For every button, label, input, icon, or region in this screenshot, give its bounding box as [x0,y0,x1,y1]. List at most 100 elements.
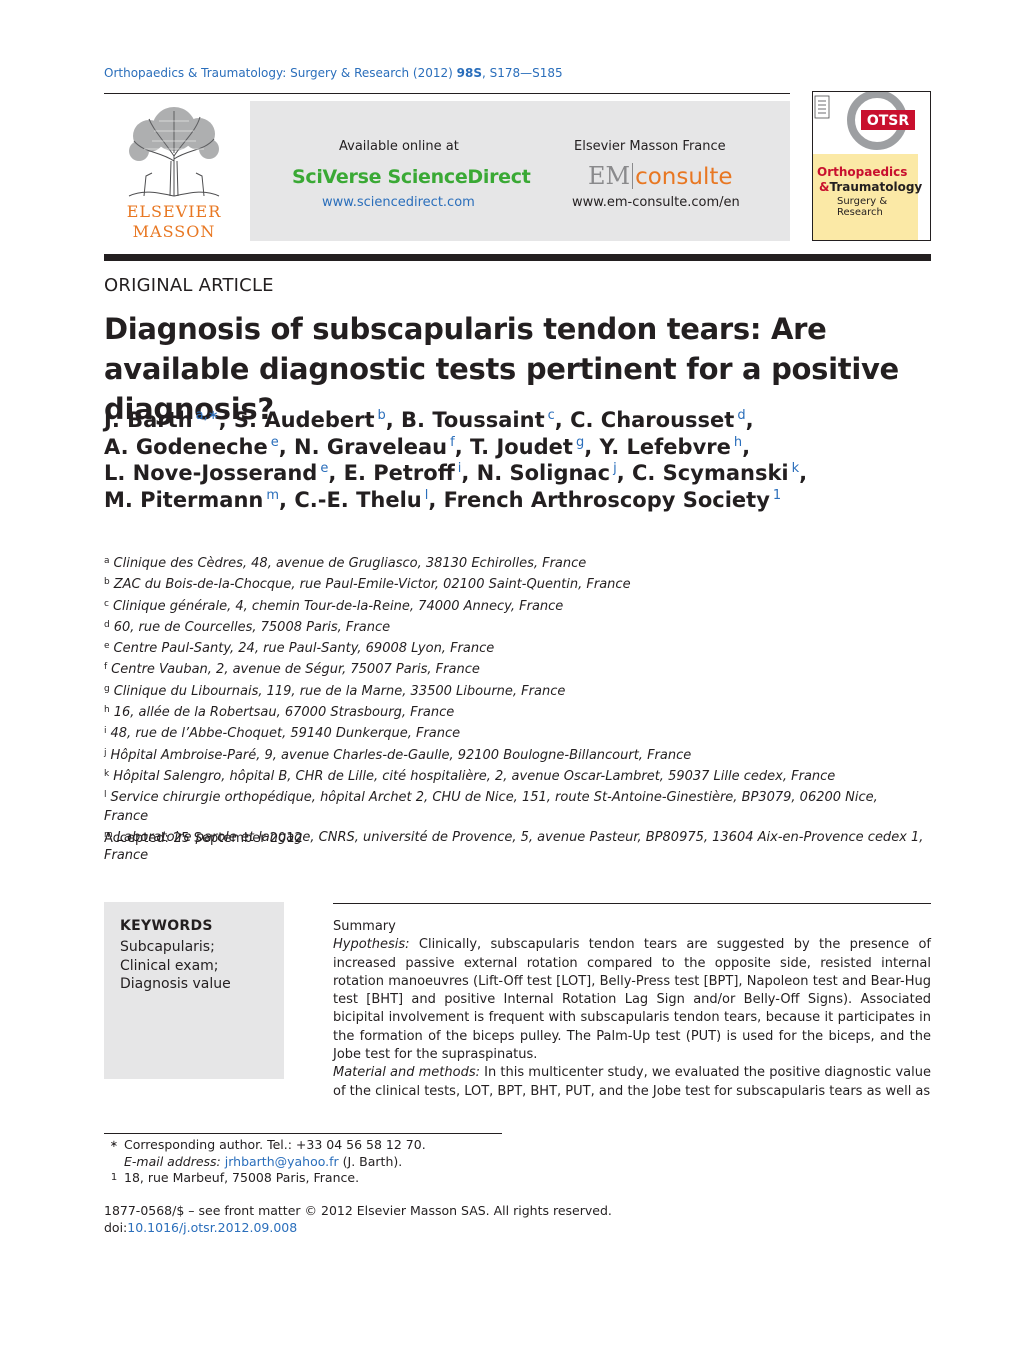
affiliation-text: 60, rue de Courcelles, 75008 Paris, Fran… [113,619,391,635]
hypothesis-text: Clinically, subscapularis tendon tears a… [333,937,931,1063]
author-name: Y. Lefebvre [599,434,731,459]
elsevier-masson-logo: ELSEVIER MASSON [104,101,244,241]
keywords-box: KEYWORDS Subcapularis;Clinical exam;Diag… [104,902,284,1079]
consulte-logo-text: consulte [635,164,733,190]
doi-label: doi: [104,1219,128,1235]
author-separator: , [218,408,234,432]
keyword-item: Clinical exam; [120,957,219,974]
author-affiliation-link[interactable]: h [733,434,743,450]
author-affiliation-link[interactable]: b [377,408,386,423]
author-name: N. Graveleau [294,434,448,459]
keywords-list: Subcapularis;Clinical exam;Diagnosis val… [120,938,231,994]
author-name: B. Toussaint [401,408,545,432]
affiliation-text: Service chirurgie orthopédique, hôpital … [104,790,878,824]
journal-reference[interactable]: Orthopaedics & Traumatology: Surgery & R… [104,66,563,80]
affiliation-text: Centre Paul-Santy, 24, rue Paul-Santy, 6… [113,641,495,657]
author-affiliation-link[interactable]: e [270,434,279,450]
author-affiliation-link[interactable]: j [613,461,617,477]
author-name: M. Pitermann [104,488,264,513]
author-separator: , [279,488,295,513]
author-name: E. Petroff [343,461,455,486]
footnote-rule [104,1133,502,1134]
cover-title-surgery-research: Surgery & Research [837,196,888,218]
author-name: T. Joudet [470,434,573,459]
cover-title-traumatology: &Traumatology [819,180,922,194]
author-affiliation-link[interactable]: 1 [772,488,782,504]
sciencedirect-link[interactable]: www.sciencedirect.com [322,195,475,210]
author-separator: , [278,434,295,459]
em-logo-divider [632,163,634,189]
em-consulte-link[interactable]: www.em-consulte.com/en [572,195,740,210]
author-separator: , [385,408,402,432]
journal-ref-prefix: Orthopaedics & Traumatology: Surgery & R… [104,66,457,80]
author-separator: , [616,461,632,486]
author-affiliation-link[interactable]: e [320,461,329,477]
journal-cover-thumbnail: OTSR Orthopaedics &Traumatology Surgery … [812,91,931,241]
issn-copyright-line: 1877-0568/$ – see front matter © 2012 El… [104,1203,612,1218]
affiliation-label: d [104,619,110,630]
header-thick-rule [104,254,931,261]
author-separator: , [454,434,471,459]
cover-yellow-panel [813,154,918,240]
copyright-block: 1877-0568/$ – see front matter © 2012 El… [104,1203,612,1236]
affiliation-label: a [104,556,110,566]
elsevier-masson-france-text: Elsevier Masson France [574,139,726,154]
summary-hypothesis: Hypothesis: Clinically, subscapularis te… [333,936,931,1064]
author-affiliation-link[interactable]: i [457,461,462,477]
author-name: C.-E. Thelu [294,488,422,513]
affiliation-text: 48, rue de l’Abbe-Choquet, 59140 Dunkerq… [110,726,461,742]
author-affiliation-link[interactable]: a,∗ [195,408,219,423]
email-link[interactable]: jrhbarth@yahoo.fr [224,1153,339,1169]
affiliation-label: c [104,598,109,609]
author-affiliation-link[interactable]: d [737,408,746,423]
author-separator: , [461,461,477,486]
otsr-badge-icon: OTSR [814,92,915,150]
affiliation-label: l [104,790,107,801]
footnote-asterisk: ∗ [109,1139,119,1150]
author-name: N. Solignac [476,461,611,486]
author-affiliation-link[interactable]: g [575,434,585,450]
affiliation-text: Centre Vauban, 2, avenue de Ségur, 75007… [111,662,480,678]
header-rule [104,93,790,94]
journal-ref-pages: , S178—S185 [481,66,563,80]
affiliation-text: Hôpital Ambroise-Paré, 9, avenue Charles… [110,747,692,763]
email-suffix: (J. Barth). [338,1153,403,1169]
author-separator: , [554,408,571,432]
author-affiliation-link[interactable]: c [547,408,555,423]
author-separator: , [742,434,751,459]
footnote-1-mark: 1 [110,1172,118,1183]
doi-line: doi:10.1016/j.otsr.2012.09.008 [104,1220,612,1237]
affiliation-text: ZAC du Bois-de-la-Chocque, rue Paul-Emil… [113,577,631,593]
doi-link[interactable]: 10.1016/j.otsr.2012.09.008 [127,1219,298,1235]
affiliation-text: 16, allée de la Robertsau, 67000 Strasbo… [113,705,455,721]
hypothesis-label: Hypothesis: [333,937,410,953]
author-affiliation-link[interactable]: m [266,488,280,504]
author-name: A. Godeneche [104,434,268,459]
author-name: C. Scymanski [631,461,789,486]
keyword-item: Diagnosis value [120,976,231,992]
author-affiliation-link[interactable]: k [791,461,800,477]
author-affiliation-link[interactable]: f [450,434,455,450]
cover-title-orthopaedics: Orthopaedics [817,165,908,179]
affiliation-label: m [104,829,113,840]
summary-methods: Material and methods: In this multicente… [333,1064,931,1101]
methods-text: In this multicenter study, we evaluated … [333,1065,931,1099]
author-affiliation-link[interactable]: l [424,488,429,504]
